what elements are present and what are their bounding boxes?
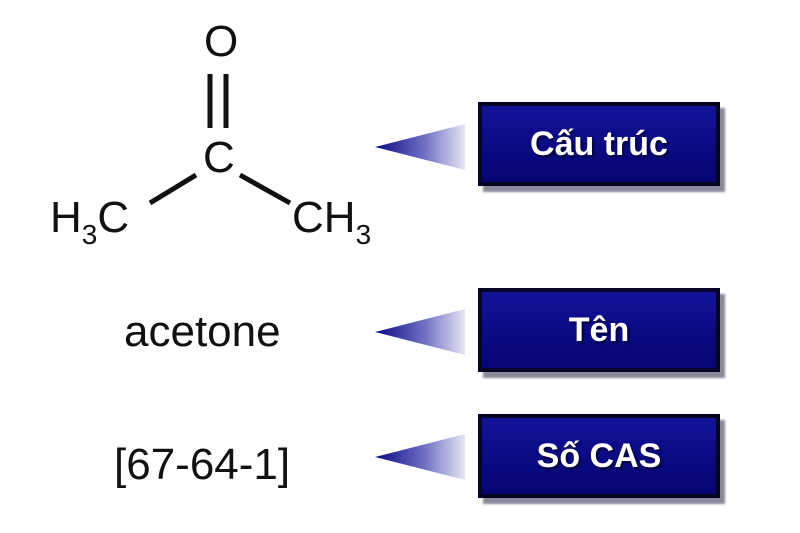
atom-ch-right: CH: [292, 193, 356, 242]
atom-carbonyl-carbon: C: [203, 133, 235, 182]
atom-hydrogen: H: [50, 193, 82, 242]
label-box-name: Tên: [478, 288, 720, 372]
pointer-cas-icon: [375, 434, 465, 480]
compound-name-text: acetone: [124, 307, 281, 356]
label-box-structure: Cấu trúc: [478, 102, 720, 186]
label-name-text: Tên: [568, 310, 630, 349]
atom-oxygen: O: [204, 17, 239, 66]
pointer-structure-icon: [375, 124, 465, 170]
group-left-methyl: H3C: [50, 193, 130, 249]
subscript-3-left: 3: [81, 219, 98, 250]
label-cas-text: Số CAS: [536, 436, 662, 475]
subscript-3-right: 3: [355, 219, 372, 250]
label-structure-text: Cấu trúc: [530, 124, 668, 163]
label-box-cas: Số CAS: [478, 414, 720, 498]
group-right-methyl: CH3: [292, 193, 371, 249]
single-bond-left: [148, 172, 198, 206]
single-bond-right: [238, 172, 292, 206]
cas-number-text: [67-64-1]: [114, 440, 291, 489]
pointer-name-icon: [375, 309, 465, 355]
atom-carbon-left: C: [97, 193, 130, 242]
